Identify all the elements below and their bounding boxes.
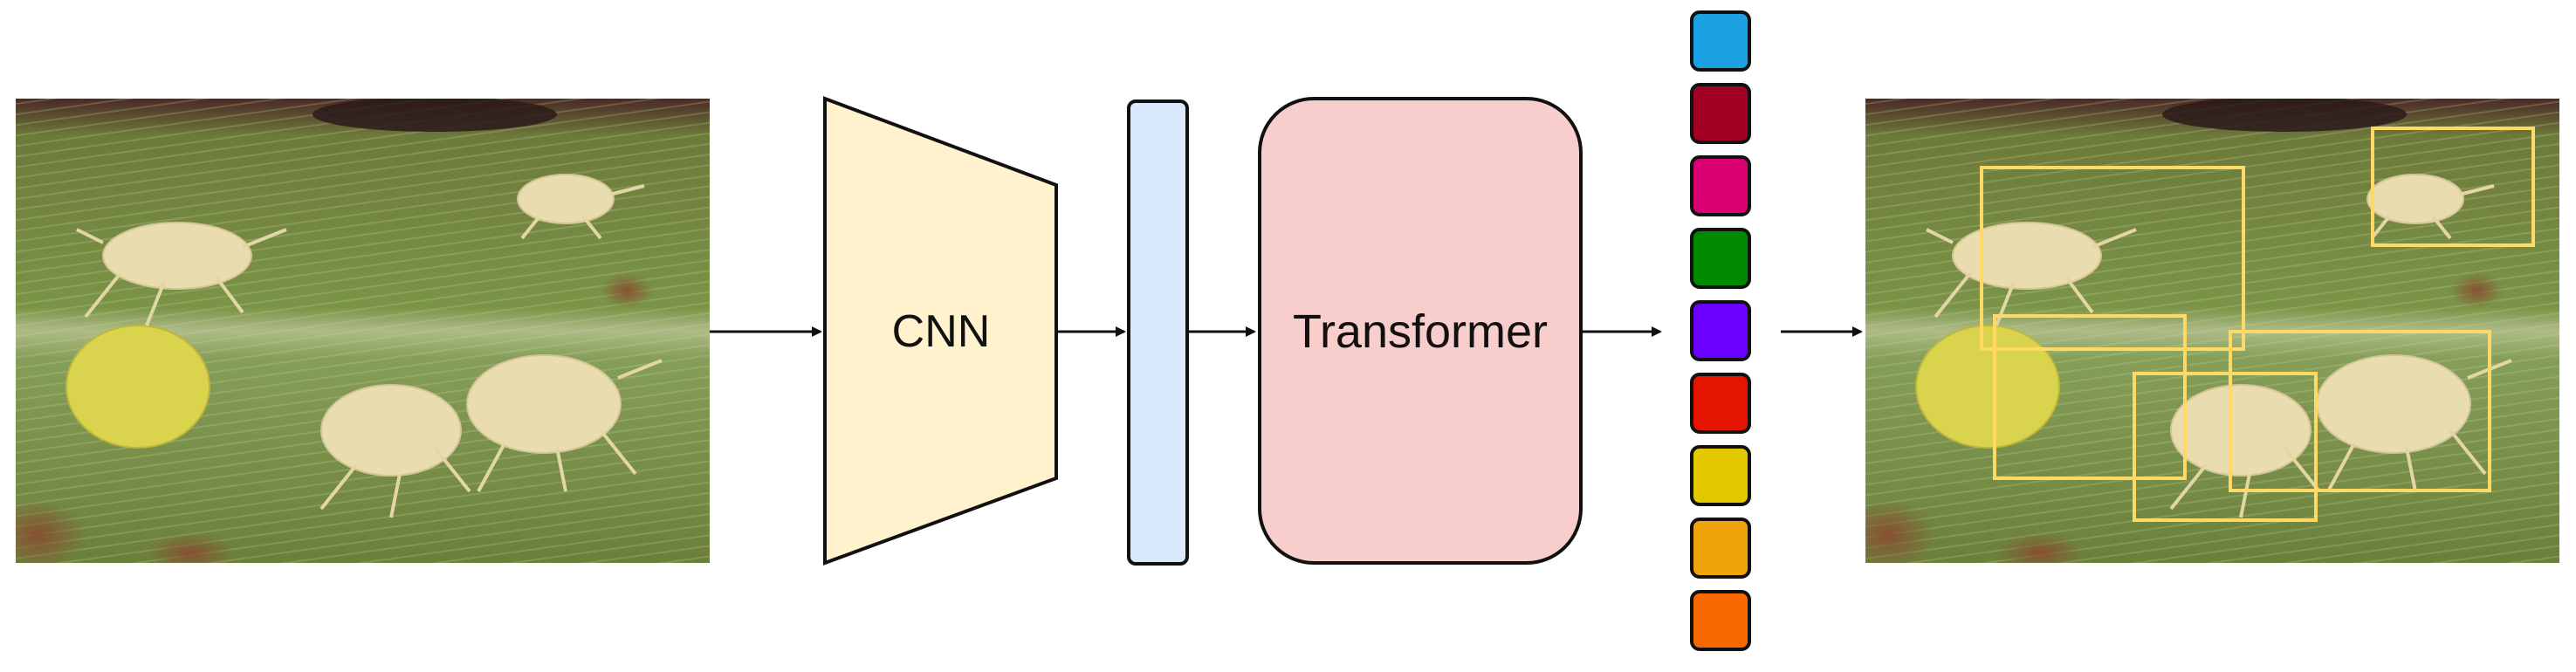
detection-box: [2371, 127, 2535, 247]
detection-box: [1993, 314, 2187, 480]
object-query-square: [1690, 518, 1751, 579]
object-query-square: [1690, 300, 1751, 361]
detection-boxes: [1980, 127, 2535, 522]
cnn-block: [823, 96, 1058, 566]
detection-box: [2133, 372, 2318, 522]
detection-box: [1980, 166, 2245, 351]
cnn-label: CNN: [892, 306, 991, 357]
object-query-column: [1690, 10, 1751, 651]
object-query-square: [1690, 83, 1751, 144]
object-query-square: [1690, 10, 1751, 72]
feature-map-block: [1127, 99, 1189, 566]
object-query-square: [1690, 445, 1751, 506]
object-query-square: [1690, 590, 1751, 651]
transformer-label: Transformer: [1293, 305, 1548, 358]
object-query-square: [1690, 155, 1751, 216]
input-image: [16, 99, 710, 563]
detection-box: [2229, 330, 2491, 492]
object-query-square: [1690, 373, 1751, 434]
object-query-square: [1690, 228, 1751, 289]
